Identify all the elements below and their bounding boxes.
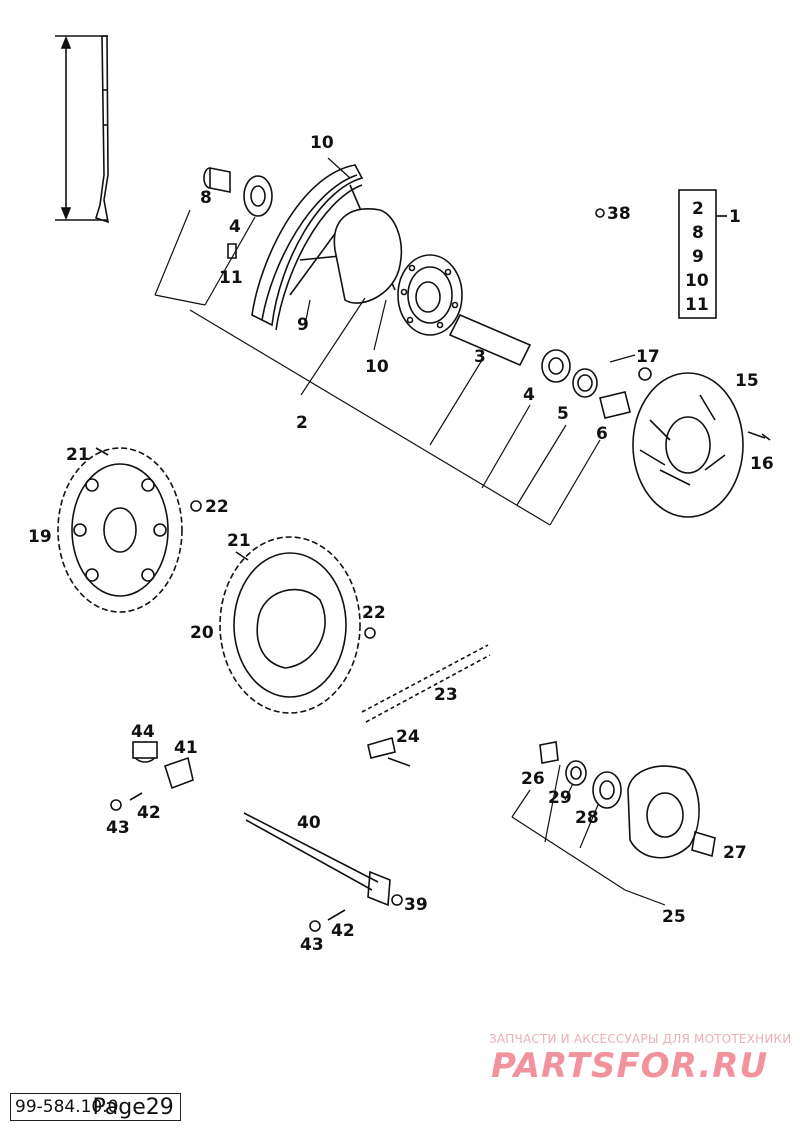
master-link-24	[367, 736, 411, 767]
label-22b: 22	[362, 603, 386, 623]
seal-29	[565, 760, 587, 786]
axle-40	[243, 812, 379, 891]
sprocket-19	[57, 447, 183, 613]
nut-22-top	[190, 500, 202, 512]
box-item-9: 9	[692, 247, 704, 267]
spacer-tube-3	[448, 313, 532, 367]
box-item-10: 10	[685, 271, 709, 291]
label-40: 40	[297, 813, 321, 833]
sprocket-20	[219, 536, 361, 714]
label-19: 19	[28, 527, 52, 547]
label-5: 5	[557, 404, 569, 424]
sprocket-carrier	[627, 765, 700, 859]
label-44: 44	[131, 722, 155, 742]
label-24: 24	[396, 727, 420, 747]
label-38: 38	[607, 204, 631, 224]
label-42a: 42	[137, 803, 161, 823]
bolt-21-top	[95, 447, 109, 456]
box-item-8: 8	[692, 223, 704, 243]
box-item-2: 2	[692, 199, 704, 219]
bolt-16	[747, 431, 771, 441]
brake-disc-15	[632, 372, 744, 518]
label-9: 10	[365, 357, 389, 377]
label-2: 2	[296, 413, 308, 433]
screw-42-bottom	[327, 909, 346, 921]
label-1: 1	[729, 207, 741, 227]
part-labels: 10 8 4 11 9 10 2 3 4 5 6 17 15 16 38 1 2…	[28, 133, 774, 955]
label-28: 28	[575, 808, 599, 828]
label-21a: 21	[66, 445, 90, 465]
nut-17	[638, 367, 652, 381]
label-15: 15	[735, 371, 759, 391]
damper-27	[691, 830, 716, 858]
assembly-box	[678, 189, 717, 319]
label-25: 25	[662, 907, 686, 927]
label-29: 29	[548, 788, 572, 808]
label-39: 39	[404, 895, 428, 915]
nipple-11	[227, 243, 237, 259]
spacer-6	[599, 391, 631, 419]
label-11: 11	[219, 268, 243, 288]
chain-23	[361, 644, 491, 723]
spoke-length-gauge	[55, 35, 110, 224]
nut-43-bottom	[309, 920, 321, 932]
page-label: Page29	[92, 1094, 174, 1120]
label-42b: 42	[331, 921, 355, 941]
rear-wheel-assembly	[251, 164, 463, 336]
screw-42-top	[129, 792, 143, 801]
box-item-11: 11	[685, 295, 709, 315]
label-17: 17	[636, 347, 660, 367]
label-21b: 21	[227, 531, 251, 551]
spacer-26	[539, 741, 559, 764]
bearing-4-left	[243, 175, 273, 217]
label-27: 27	[723, 843, 747, 863]
watermark-logo: PARTSFOR.RU	[491, 1046, 769, 1086]
label-3: 3	[474, 347, 486, 367]
chain-adjuster-41	[164, 756, 194, 790]
label-10: 10	[310, 133, 334, 153]
label-43b: 43	[300, 935, 324, 955]
bearing-28	[592, 771, 622, 809]
assembly-box-items: 2 8 9 10 11	[685, 199, 709, 315]
label-22a: 22	[205, 497, 229, 517]
adjuster-block-44	[132, 741, 158, 763]
nut-43-top	[110, 799, 122, 811]
spacer-7	[203, 167, 231, 193]
label-43a: 43	[106, 818, 130, 838]
bolt-21-mid	[235, 551, 249, 561]
label-8: 9	[297, 315, 309, 335]
label-23: 23	[434, 685, 458, 705]
label-6: 6	[596, 424, 608, 444]
watermark-tagline: ЗАПЧАСТИ И АКСЕССУАРЫ ДЛЯ МОТОТЕХНИКИ	[489, 1032, 792, 1046]
leader-lines	[154, 157, 727, 906]
label-4b: 4	[523, 385, 535, 405]
label-7: 8	[200, 188, 212, 208]
label-41: 41	[174, 738, 198, 758]
nut-38	[595, 208, 605, 218]
nut-39	[391, 894, 403, 906]
nut-22-mid	[364, 627, 376, 639]
label-26: 26	[521, 769, 545, 789]
label-20: 20	[190, 623, 214, 643]
doc-code: 99-584.10.0	[15, 1097, 119, 1117]
label-4a: 4	[229, 217, 241, 237]
seal-5	[572, 368, 598, 398]
label-16: 16	[750, 454, 774, 474]
axle-head	[367, 870, 391, 907]
bearing-4-right	[541, 349, 571, 383]
document-reference: 99-584.10.0 Page29	[10, 1093, 181, 1121]
